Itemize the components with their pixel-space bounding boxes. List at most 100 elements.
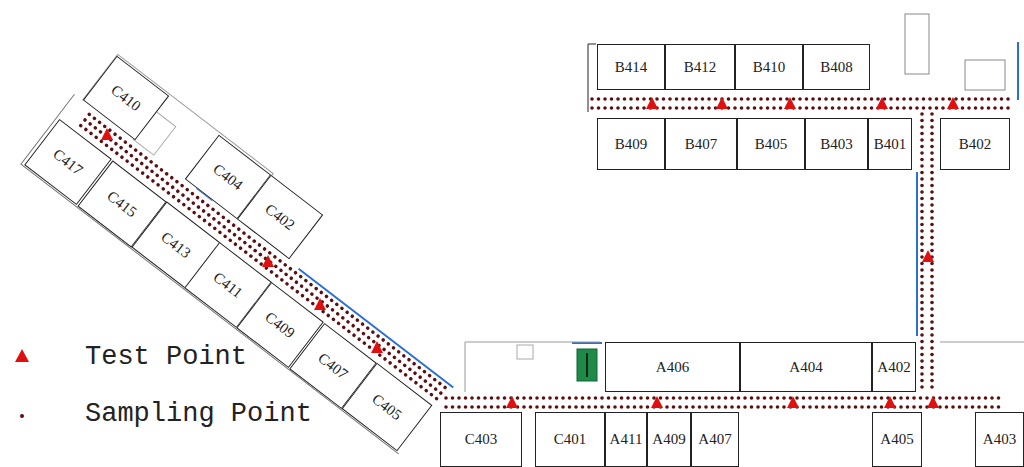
sampling-point [769, 405, 773, 409]
sampling-point [920, 171, 924, 175]
sampling-point [636, 97, 640, 101]
room-box: A406 [605, 342, 740, 392]
sampling-point [930, 112, 934, 116]
sampling-point [166, 190, 171, 195]
sampling-point [119, 145, 124, 150]
sampling-point [561, 396, 565, 400]
sampling-point [920, 314, 924, 318]
sampling-point [815, 396, 819, 400]
sampling-point [607, 405, 611, 409]
sampling-point [915, 106, 919, 110]
room-box: B414 [597, 44, 665, 90]
sampling-point [930, 346, 934, 350]
sampling-point [457, 405, 461, 409]
sampling-point [691, 396, 695, 400]
sampling-point [381, 337, 386, 342]
sampling-point [701, 97, 705, 101]
sampling-point [655, 97, 659, 101]
legend-text: Sampling Point [85, 399, 312, 429]
sampling-point [802, 396, 806, 400]
room-box: B412 [665, 44, 735, 90]
sampling-point [920, 158, 924, 162]
wall [82, 54, 273, 219]
room-label: A404 [789, 359, 822, 376]
sampling-point [217, 230, 222, 235]
sampling-point [226, 219, 231, 224]
sampling-point [273, 264, 278, 269]
test-point [884, 396, 896, 408]
sampling-point [920, 333, 924, 337]
sampling-point [346, 329, 351, 334]
sampling-point [906, 396, 910, 400]
sampling-point [574, 405, 578, 409]
sampling-point [753, 97, 757, 101]
test-point [262, 255, 274, 267]
sampling-point [253, 248, 258, 253]
sampling-point [928, 106, 932, 110]
sampling-point [555, 396, 559, 400]
sampling-point [413, 380, 418, 385]
sampling-point [920, 132, 924, 136]
sampling-point [288, 266, 293, 271]
sampling-point [642, 97, 646, 101]
sampling-point [811, 97, 815, 101]
sampling-point [503, 405, 507, 409]
sampling-point [920, 288, 924, 292]
sampling-point [629, 106, 633, 110]
sampling-point [594, 396, 598, 400]
sampling-point [668, 97, 672, 101]
sampling-point [652, 396, 656, 400]
sampling-point [688, 106, 692, 110]
sampling-point [930, 294, 934, 298]
sampling-point [930, 359, 934, 363]
sampling-point [206, 212, 211, 217]
sampling-point [730, 396, 734, 400]
sampling-point [150, 169, 155, 174]
sampling-point [330, 307, 335, 312]
room-label: B408 [820, 59, 853, 76]
sampling-point [196, 205, 201, 210]
sampling-point [798, 97, 802, 101]
sampling-point [470, 405, 474, 409]
sampling-point [909, 97, 913, 101]
sampling-point [808, 396, 812, 400]
sampling-point [930, 184, 934, 188]
sampling-point [587, 405, 591, 409]
sampling-point [920, 346, 924, 350]
sampling-point [254, 258, 259, 263]
sampling-point [920, 229, 924, 233]
room-label: C410 [108, 82, 144, 115]
sampling-point [94, 135, 99, 140]
sampling-point [613, 405, 617, 409]
test-point [784, 97, 796, 109]
sampling-point [920, 203, 924, 207]
sampling-point [89, 131, 94, 136]
legend-triangle [15, 349, 29, 362]
sampling-point [113, 132, 118, 137]
sampling-point [490, 405, 494, 409]
sampling-point [984, 396, 988, 400]
room-label: B402 [959, 136, 992, 153]
sampling-point [610, 106, 614, 110]
sampling-point [529, 396, 533, 400]
sampling-point [603, 97, 607, 101]
sampling-point [920, 184, 924, 188]
sampling-point [176, 198, 181, 203]
sampling-point [704, 396, 708, 400]
sampling-point [155, 173, 160, 178]
sampling-point [542, 405, 546, 409]
sampling-point [938, 405, 942, 409]
sampling-point [834, 405, 838, 409]
sampling-point [743, 396, 747, 400]
sampling-point [336, 321, 341, 326]
sampling-point [83, 127, 88, 132]
sampling-point [128, 144, 133, 149]
sampling-point [143, 155, 148, 160]
sampling-point [665, 405, 669, 409]
room-box: B405 [737, 118, 805, 170]
sampling-point [724, 405, 728, 409]
sampling-point [920, 320, 924, 324]
sampling-point [477, 396, 481, 400]
room-box: A409 [647, 412, 691, 467]
sampling-point [444, 405, 448, 409]
